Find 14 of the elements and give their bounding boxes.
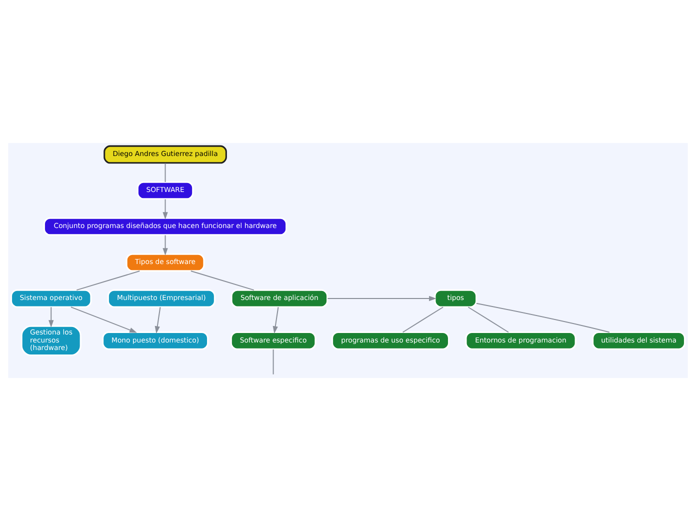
arrow [162, 234, 168, 256]
arrow [162, 198, 168, 220]
arrow [70, 306, 137, 332]
arrow [327, 295, 436, 301]
connector [476, 302, 610, 332]
arrow [154, 306, 161, 334]
arrow [48, 306, 54, 328]
arrow [272, 306, 279, 334]
connector [76, 270, 140, 290]
connector [272, 348, 274, 374]
connector [190, 270, 254, 290]
connector [402, 306, 444, 332]
connector [468, 306, 509, 332]
connector [164, 162, 166, 182]
